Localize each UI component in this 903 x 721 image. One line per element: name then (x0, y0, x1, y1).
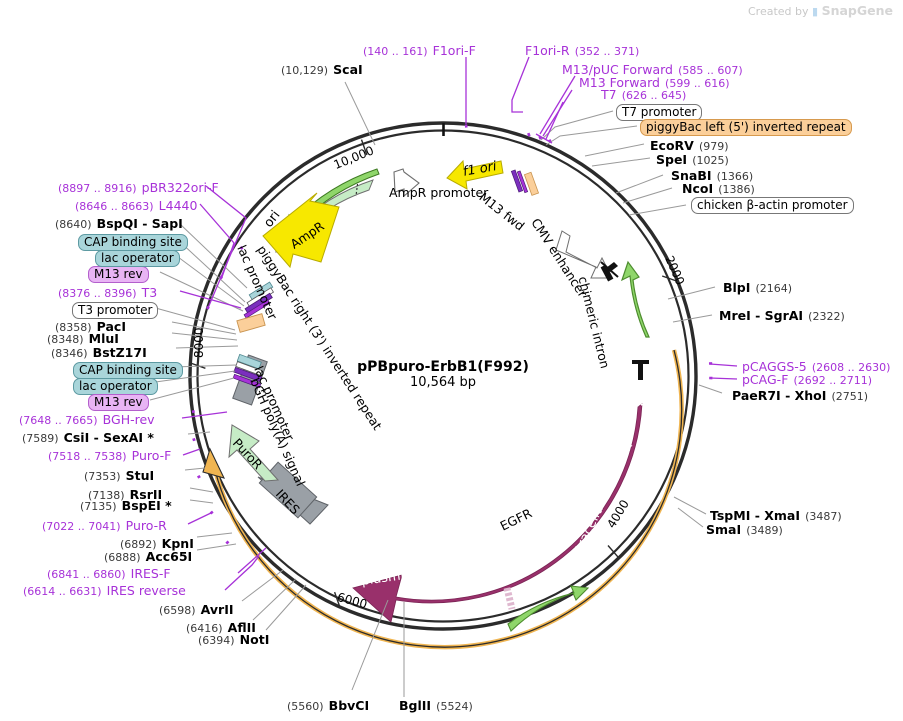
enzyme-rsrii: (7138) RsrII (88, 487, 163, 502)
feature-box-piggybac-left: piggyBac left (5') inverted repeat (640, 118, 852, 136)
watermark-prefix: Created by (748, 5, 809, 18)
feature-promoter-tick-2700 (632, 360, 649, 380)
feature-m13-fwd (510, 169, 540, 196)
primer-leader-lines (179, 56, 738, 591)
feature-box-cbactin-promoter: chicken β-actin promoter (691, 196, 854, 214)
primer-m13-puc-forward: M13/pUC Forward (585 .. 607) (562, 62, 743, 77)
feature-egfr (352, 400, 659, 623)
enzyme-bbvci: (5560) BbvCI (287, 698, 370, 713)
snapgene-logo-icon: ▮ (812, 5, 819, 18)
enzyme-snabi: SnaBI (1366) (671, 168, 754, 183)
primer-puro-f: (7518 .. 7538) Puro-F (48, 448, 172, 463)
enzyme-avrii: (6598) AvrII (159, 602, 234, 617)
page-title: pPBpuro-ErbB1(F992) (357, 359, 529, 375)
enzyme-mrei-sgrai: MreI - SgrAI (2322) (719, 308, 845, 323)
enzyme-bspqi-sapi: (8640) BspQI - SapI (55, 216, 183, 231)
primer-f1ori-f: (140 .. 161) F1ori-F (363, 43, 476, 58)
feature-cluster-lac-lower (232, 353, 263, 389)
feature-piggybac-transposon-arc (202, 349, 684, 650)
feature-ori (262, 192, 340, 269)
primer-t7: T7 (626 .. 645) (601, 87, 687, 102)
feature-box-lac-operator-upper: lac operator (95, 249, 180, 267)
feature-box-cap-binding-site-lower: CAP binding site (73, 361, 183, 379)
enzyme-paer7i-xhoi: PaeR7I - XhoI (2751) (732, 388, 869, 403)
primer-t3: (8376 .. 8396) T3 (58, 285, 158, 300)
enzyme-scai: (10,129) ScaI (281, 62, 363, 77)
enzyme-mlui: (8348) MluI (47, 331, 119, 346)
feature-box-t3-promoter: T3 promoter (72, 301, 159, 319)
enzyme-aflii: (6416) AflII (186, 620, 256, 635)
primer-puro-r: (7022 .. 7041) Puro-R (42, 518, 167, 533)
enzyme-bglii: BglII (5524) (399, 698, 473, 713)
primer-l4440: (8646 .. 8663) L4440 (75, 198, 198, 213)
plasmid-size: 10,564 bp (409, 375, 477, 390)
primer-bgh-rev: (7648 .. 7665) BGH-rev (19, 412, 155, 427)
feature-box-lac-operator-lower: lac operator (73, 377, 158, 395)
feature-box-m13-rev-upper: M13 rev (88, 265, 149, 283)
ruler-label-8000: 8000 (192, 327, 206, 358)
feature-box-m13-rev-lower: M13 rev (88, 393, 149, 411)
primer-m13-forward: M13 Forward (599 .. 616) (579, 75, 730, 90)
enzyme-tspmi-xmai: TspMI - XmaI (3487) (710, 508, 842, 523)
primer-pcag-f: pCAG-F (2692 .. 2711) (742, 372, 873, 387)
primer-pcaggs-5: pCAGGS-5 (2608 .. 2630) (742, 359, 891, 374)
feature-chimeric-intron (620, 260, 650, 338)
enzyme-ecorv: EcoRV (979) (650, 138, 729, 153)
feature-cbactin-promoter-tick (600, 261, 619, 282)
enzyme-noti: (6394) NotI (198, 632, 270, 647)
enzyme-bstz17i: (8346) BstZ17I (51, 345, 147, 360)
enzyme-blpi: BlpI (2164) (723, 280, 793, 295)
enzyme-bspei: (7135) BspEI * (80, 498, 172, 513)
feature-label-ampr-promoter: AmpR promoter (389, 185, 489, 200)
enzyme-paci: (8358) PacI (55, 319, 126, 334)
enzyme-csii-sexai: (7589) CsiI - SexAI * (22, 430, 154, 445)
primer-ires-f: (6841 .. 6860) IRES-F (47, 566, 171, 581)
enzyme-spei: SpeI (1025) (656, 152, 729, 167)
primer-f1ori-r: F1ori-R (352 .. 371) (525, 43, 640, 58)
primer-pbr322ori-f: (8897 .. 8916) pBR322ori-F (58, 180, 219, 195)
feature-ampr-promoter (393, 168, 420, 198)
ruler-ticks (189, 139, 678, 608)
feature-green-arrow-egfr (507, 585, 590, 632)
enzyme-kpni: (6892) KpnI (120, 536, 194, 551)
enzyme-stui: (7353) StuI (84, 468, 155, 483)
enzyme-ncoi: NcoI (1386) (682, 181, 755, 196)
feature-box-t7-promoter: T7 promoter (616, 103, 703, 121)
feature-puror (228, 424, 280, 482)
feature-cluster-lac-upper (236, 281, 275, 333)
primer-ires-reverse: (6614 .. 6631) IRES reverse (23, 583, 186, 598)
feature-f1-ori (446, 159, 504, 190)
feature-box-cap-binding-site-upper: CAP binding site (78, 233, 188, 251)
enzyme-smai: SmaI (3489) (706, 522, 783, 537)
watermark-brand: SnapGene (821, 3, 893, 18)
enzyme-acc65i: (6888) Acc65I (104, 549, 193, 564)
leader-lines (140, 81, 723, 697)
snapgene-watermark: Created by ▮ SnapGene (748, 3, 893, 18)
